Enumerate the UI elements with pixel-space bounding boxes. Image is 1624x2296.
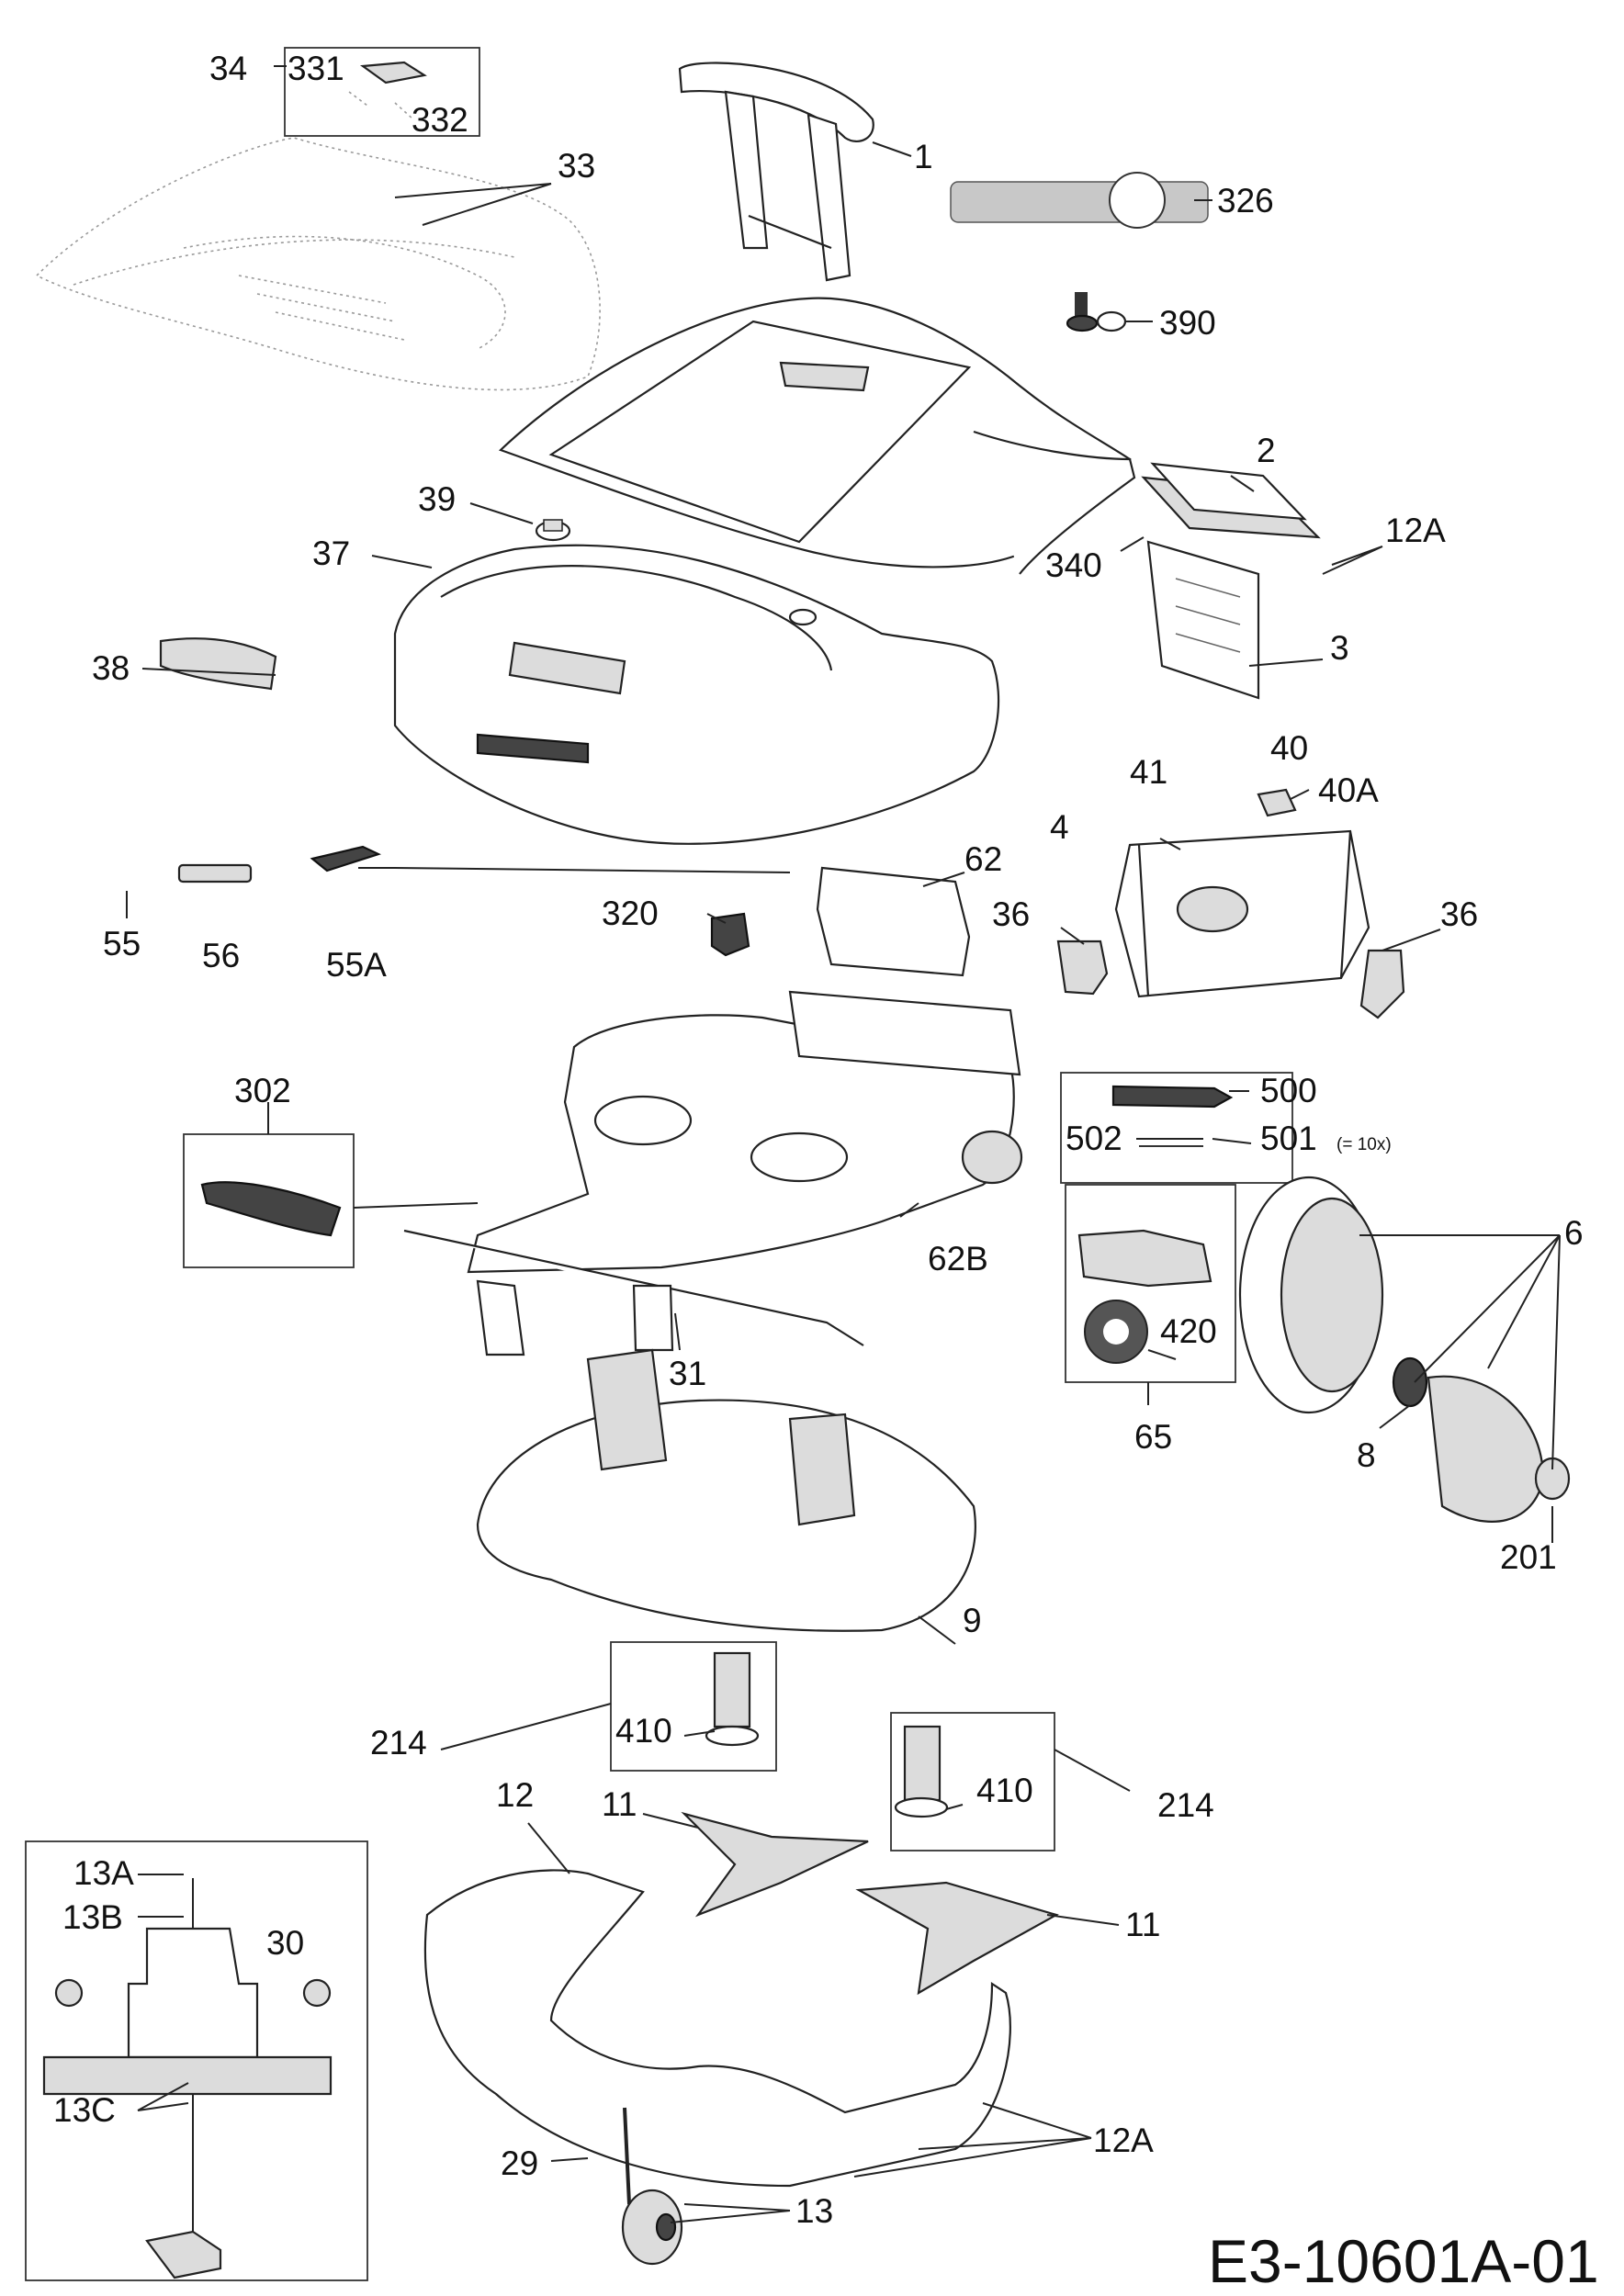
callout-11-left: 11 (602, 1785, 637, 1823)
battery-tray-4 (1114, 829, 1370, 998)
callout-326: 326 (1217, 182, 1274, 219)
callout-410-left: 410 (615, 1712, 672, 1750)
callout-340: 340 (1045, 546, 1102, 584)
callout-13B: 13B (62, 1898, 123, 1936)
label-strip-326 (950, 172, 1209, 229)
callout-214-left: 214 (370, 1724, 427, 1761)
callout-37: 37 (312, 535, 350, 572)
kit-box-214-left (610, 1641, 777, 1772)
callout-65: 65 (1134, 1418, 1172, 1456)
kit-box-30 (25, 1840, 368, 2281)
knob-right (788, 608, 818, 626)
chassis-bottom-12 (423, 1869, 1011, 2188)
part-302 (183, 1133, 355, 1268)
base-plate-9 (476, 1348, 976, 1632)
kit-box-34 (284, 47, 480, 137)
callout-320: 320 (602, 895, 659, 932)
callout-9: 9 (963, 1602, 982, 1639)
screw-390 (1066, 292, 1127, 332)
blade-11-left (681, 1811, 869, 1918)
callout-502: 502 (1066, 1120, 1122, 1157)
callout-302: 302 (234, 1072, 291, 1109)
upper-body-shell (498, 297, 1136, 575)
callout-500: 500 (1260, 1072, 1317, 1109)
kit-box-500 (1060, 1072, 1293, 1184)
callout-410-right: 410 (976, 1772, 1033, 1809)
callout-11-right: 11 (1125, 1906, 1160, 1943)
callout-34: 34 (209, 50, 247, 87)
callout-labels: 34 331 332 33 1 326 390 2 12A 340 3 39 3… (53, 50, 1584, 2230)
kit-box-214-right (890, 1712, 1055, 1851)
handle-part-1 (678, 62, 874, 282)
callout-4: 4 (1050, 808, 1069, 846)
callout-13A: 13A (73, 1854, 134, 1892)
clip-40 (1257, 788, 1297, 817)
callout-33: 33 (558, 147, 595, 185)
callout-36-left: 36 (992, 895, 1030, 933)
cap-320 (710, 912, 750, 957)
callout-55A: 55A (326, 946, 387, 984)
blade-11-right (855, 1881, 1059, 1996)
callout-39: 39 (418, 480, 456, 518)
callout-40: 40 (1270, 729, 1308, 767)
callout-6: 6 (1564, 1214, 1584, 1252)
callout-55: 55 (103, 925, 141, 962)
callout-214-right: 214 (1157, 1786, 1214, 1824)
callout-29: 29 (501, 2144, 538, 2182)
callout-12A-upper: 12A (1385, 512, 1446, 549)
callout-62: 62 (964, 840, 1002, 878)
cover-33-ghost (35, 137, 601, 391)
drawing-code: E3-10601A-01 (1208, 2227, 1599, 2295)
callout-30: 30 (266, 1924, 304, 1962)
part-36-left (1056, 940, 1109, 996)
callout-8: 8 (1357, 1436, 1376, 1474)
part-56 (177, 863, 253, 884)
callout-501: 501 (1260, 1120, 1317, 1157)
callout-12: 12 (496, 1776, 534, 1814)
callout-12A-lower: 12A (1093, 2122, 1154, 2159)
callout-201: 201 (1500, 1538, 1557, 1576)
kit-box-65 (1065, 1184, 1236, 1383)
battery-62 (816, 866, 971, 977)
knob-39 (535, 519, 571, 542)
callout-41: 41 (1130, 753, 1167, 791)
callout-501-note: (= 10x) (1336, 1135, 1392, 1154)
callout-420: 420 (1160, 1312, 1217, 1350)
callout-331: 331 (288, 50, 344, 87)
callout-56: 56 (202, 937, 240, 974)
wheel-6 (1238, 1176, 1571, 1523)
part-36-right (1359, 949, 1405, 1019)
circuit-board-3 (1146, 540, 1260, 700)
callout-13C: 13C (53, 2091, 116, 2129)
main-cover-37 (393, 544, 1000, 845)
callout-31: 31 (669, 1355, 706, 1392)
front-wheel-13 (621, 2107, 683, 2266)
callout-3: 3 (1330, 629, 1349, 667)
callout-38: 38 (92, 649, 130, 687)
part-55A (310, 845, 381, 872)
chassis-frame (403, 990, 1023, 1356)
callout-13: 13 (795, 2192, 833, 2230)
callout-2: 2 (1257, 432, 1276, 469)
callout-1: 1 (914, 138, 933, 175)
housing-part-2 (1141, 462, 1321, 539)
part-38 (159, 637, 277, 691)
leader-lines (126, 65, 1561, 2223)
callout-40A: 40A (1318, 771, 1379, 809)
callout-332: 332 (412, 101, 468, 139)
callout-36-right: 36 (1440, 895, 1478, 933)
callout-390: 390 (1159, 304, 1216, 342)
callout-62B: 62B (928, 1240, 988, 1277)
part-331-332 (348, 61, 427, 120)
